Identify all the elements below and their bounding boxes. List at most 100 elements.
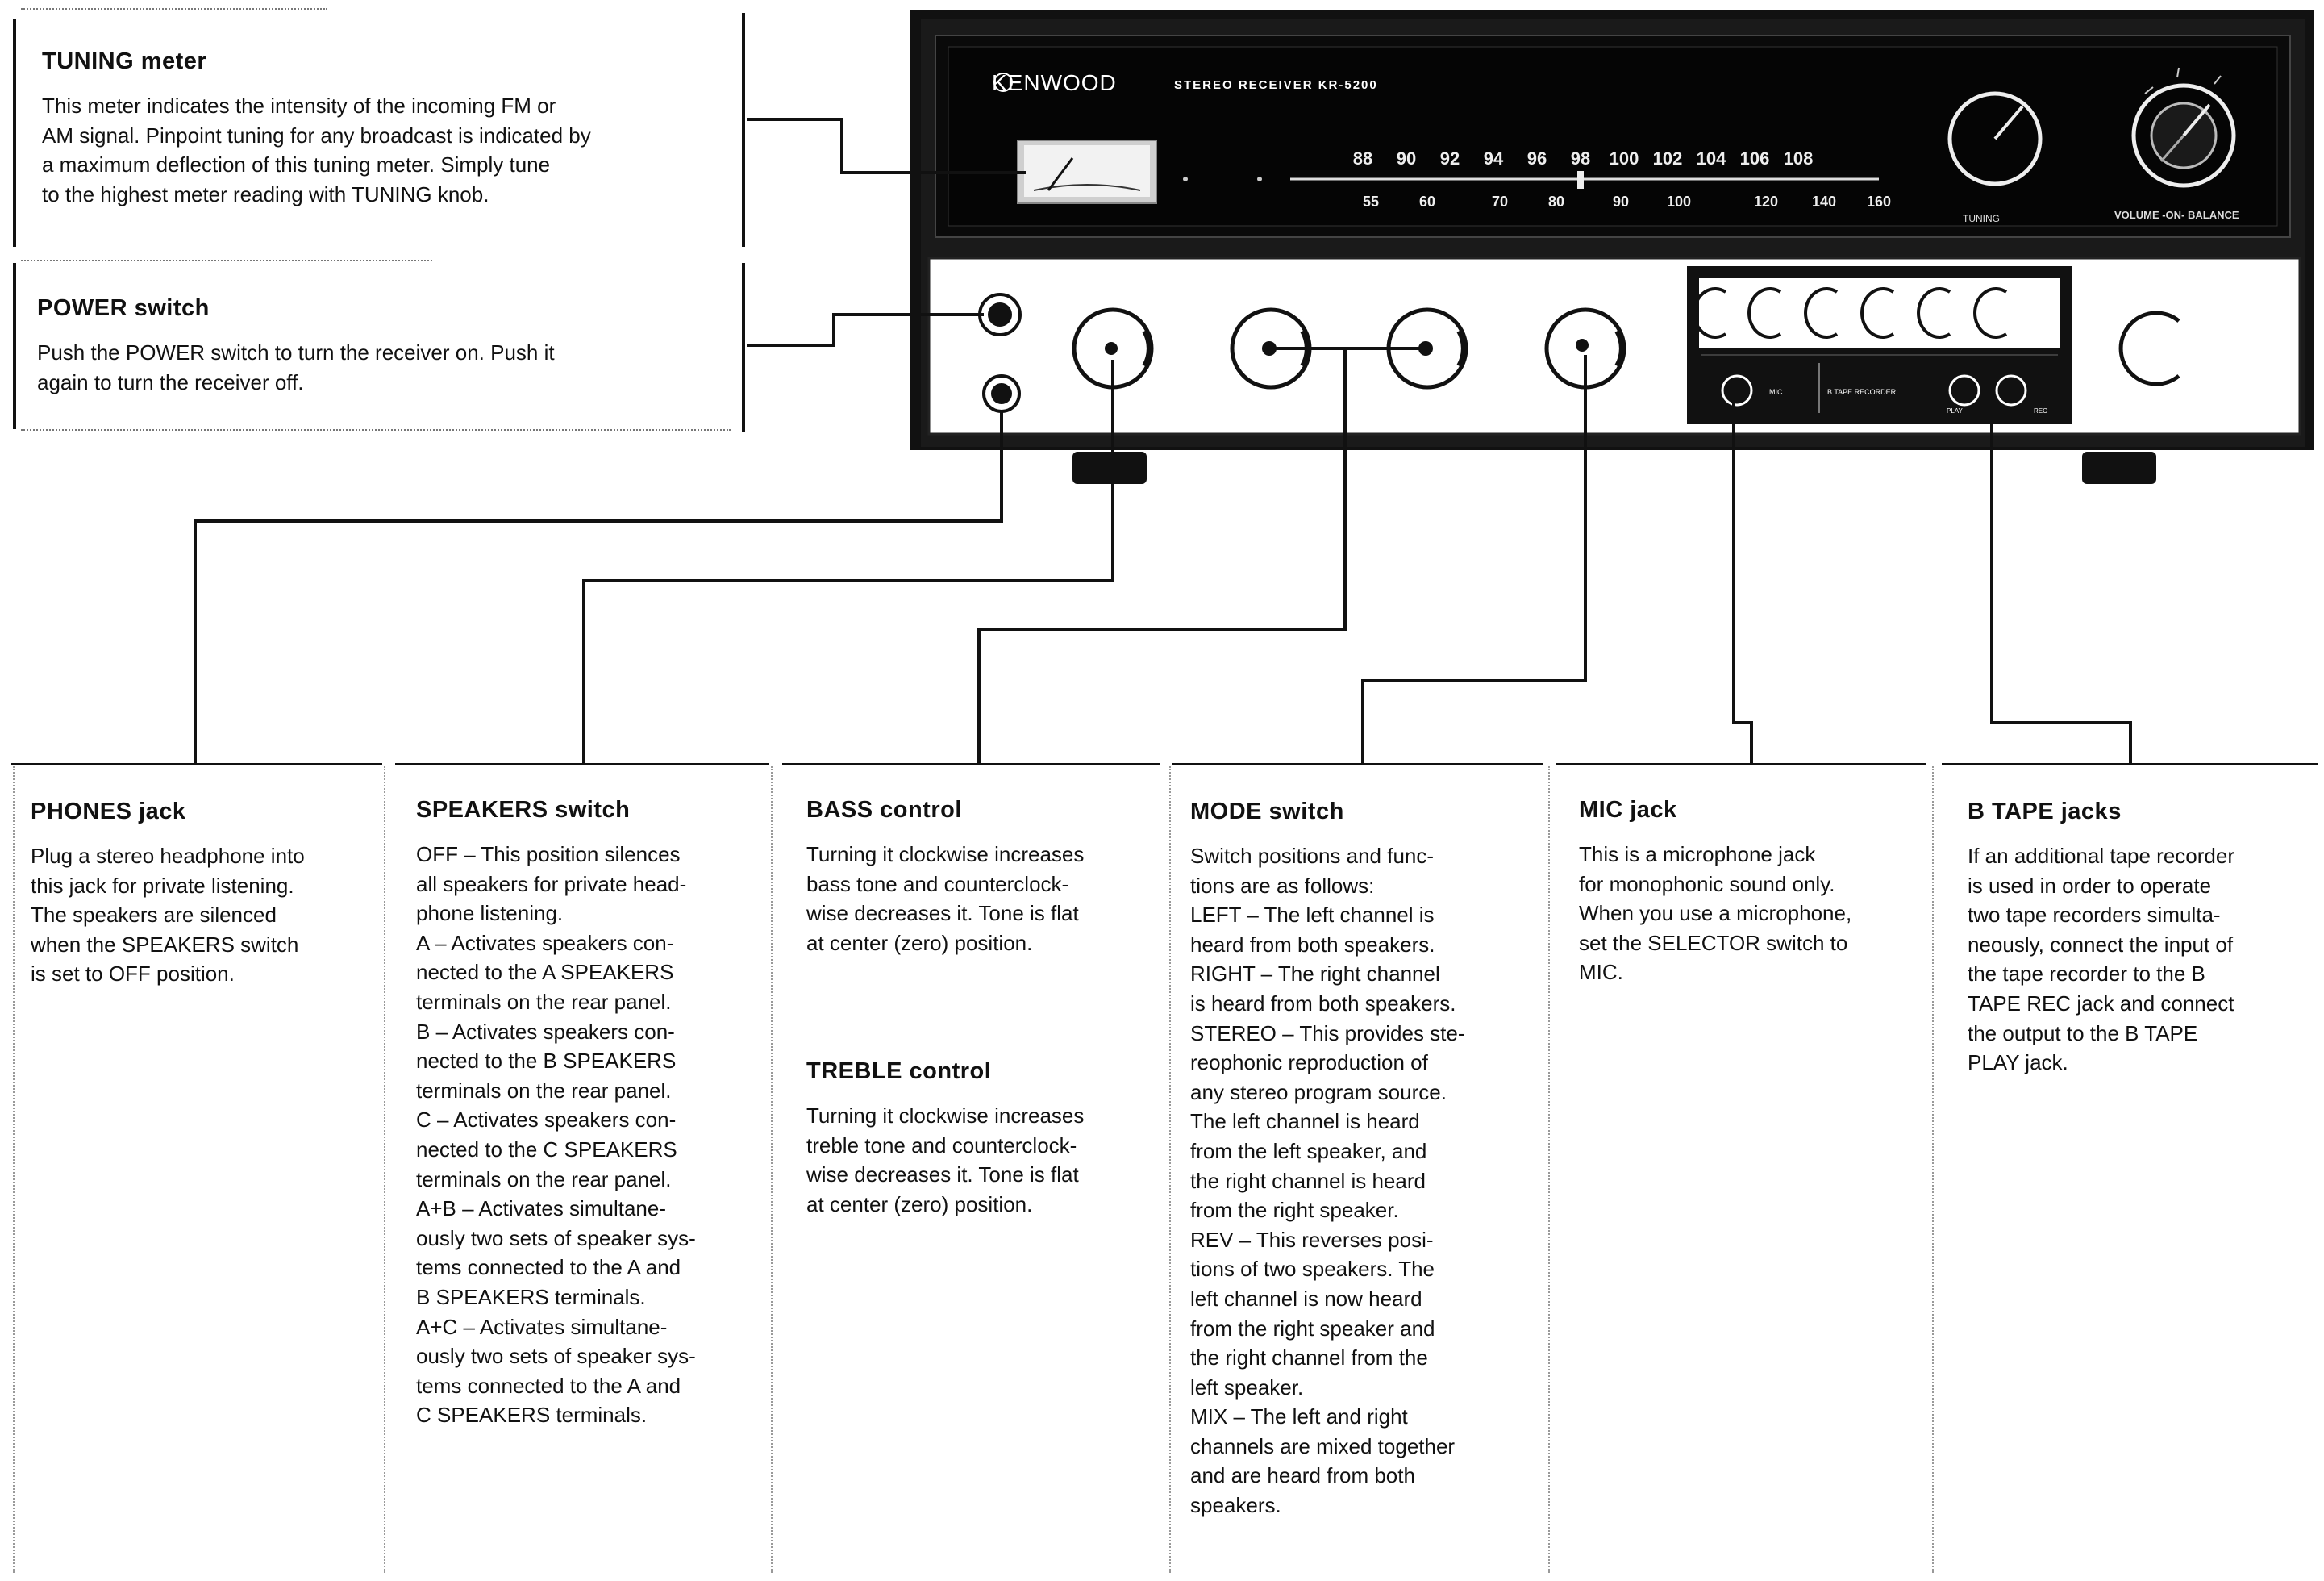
callout-title: MODE switch (1190, 799, 1344, 824)
leader-lines (194, 118, 2132, 765)
body-line: bass tone and counterclock- (806, 871, 1069, 896)
callout-title: TUNING meter (42, 48, 207, 74)
body-line: the output to the B TAPE (1968, 1020, 2198, 1045)
fm-scale-label: 98 (1571, 148, 1590, 169)
body-line: This meter indicates the intensity of th… (42, 94, 556, 118)
body-line: channels are mixed together (1190, 1433, 1456, 1458)
callout-body: Switch positions and func-tions are as f… (1190, 841, 1529, 1521)
body-line: OFF – This position silences (416, 842, 681, 866)
mic-jack[interactable] (1721, 374, 1753, 407)
body-line: heard from both speakers. (1190, 932, 1435, 957)
body-line: RIGHT – The right channel (1190, 962, 1440, 987)
body-line: tions are as follows: (1190, 873, 1375, 898)
callout-b-tape-jacks: B TAPE jacks If an additional tape recor… (1968, 799, 2306, 1078)
body-line: MIC. (1579, 960, 1623, 985)
body-line: the right channel is heard (1190, 1168, 1426, 1193)
body-line: for monophonic sound only. (1579, 871, 1835, 896)
tape-recorder-label: B TAPE RECORDER (1827, 388, 1897, 396)
callout-speakers-switch: SPEAKERS switch OFF – This position sile… (416, 797, 755, 1430)
callout-body: Turning it clockwise increases bass tone … (806, 840, 1145, 957)
body-line: any stereo program source. (1190, 1079, 1447, 1104)
body-line: LEFT – The left channel is (1190, 903, 1435, 928)
brand-logo-icon (993, 73, 1013, 92)
body-line: reophonic reproduction of (1190, 1050, 1428, 1075)
body-line: nected to the C SPEAKERS (416, 1137, 677, 1162)
am-scale-label: 90 (1613, 194, 1629, 210)
fm-scale-label: 100 (1610, 148, 1639, 169)
body-line: nected to the B SPEAKERS (416, 1049, 677, 1074)
am-scale-label: 80 (1548, 194, 1564, 210)
leader-mic-jack (1732, 403, 1753, 765)
body-line: If an additional tape recorder (1968, 844, 2234, 868)
body-line: this jack for private listening. (31, 873, 294, 898)
body-line: phone listening. (416, 901, 564, 926)
body-line: when the SPEAKERS switch (31, 932, 299, 957)
leader-power-switch (747, 313, 984, 347)
volume-balance-knob[interactable] (2131, 67, 2236, 188)
speakers-switch-knob[interactable] (1072, 307, 1154, 390)
selector-button-4[interactable] (1860, 287, 1895, 339)
body-line: REV – This reverses posi- (1190, 1227, 1434, 1252)
body-line: tems connected to the A and (416, 1373, 681, 1398)
callout-title: SPEAKERS switch (416, 797, 631, 823)
body-line: Turning it clockwise increases (806, 842, 1085, 866)
selector-button-5[interactable] (1917, 287, 1951, 339)
body-line: wise decreases it. Tone is flat (806, 1162, 1079, 1187)
body-line: A+C – Activates simultane- (416, 1314, 668, 1339)
tuning-knob[interactable] (1947, 91, 2043, 186)
body-line: nected to the A SPEAKERS (416, 960, 674, 985)
body-line: Push the POWER switch to turn the receiv… (37, 340, 555, 365)
am-scale-label: 100 (1667, 194, 1691, 210)
am-scale-label: 160 (1867, 194, 1891, 210)
body-line: left channel is now heard (1190, 1286, 1422, 1311)
body-line: the tape recorder to the B (1968, 962, 2205, 987)
tuning-meter (1017, 140, 1157, 204)
body-line: C – Activates speakers con- (416, 1108, 677, 1133)
callout-bass-control: BASS control Turning it clockwise increa… (806, 797, 1145, 957)
body-line: set the SELECTOR switch to (1579, 930, 1848, 955)
body-line: tems connected to the A and (416, 1255, 681, 1280)
dial-scale (1183, 171, 1879, 189)
mode-switch-knob[interactable] (1544, 307, 1626, 390)
callout-tuning-meter: TUNING meter This meter indicates the in… (42, 48, 724, 209)
power-switch[interactable] (978, 293, 1022, 336)
body-line: to the highest meter reading with TUNING… (42, 181, 489, 206)
brand-logo-text: KENWOOD (992, 70, 1117, 95)
body-line: ously two sets of speaker sys- (416, 1344, 696, 1369)
body-line: The left channel is heard (1190, 1109, 1420, 1134)
tape-play-jack[interactable] (1948, 374, 1980, 407)
callout-body: OFF – This position silences all speakers… (416, 840, 755, 1430)
body-line: again to turn the receiver off. (37, 369, 304, 394)
am-scale-label: 70 (1492, 194, 1508, 210)
body-line: all speakers for private head- (416, 871, 687, 896)
callout-body: Push the POWER switch to turn the receiv… (37, 338, 719, 397)
tape-play-label: PLAY (1947, 407, 1964, 415)
fm-scale-label: 96 (1527, 148, 1547, 169)
body-line: is used in order to operate (1968, 873, 2212, 898)
body-line: terminals on the rear panel. (416, 1078, 672, 1103)
phones-jack[interactable] (982, 374, 1021, 413)
callout-power-switch: POWER switch Push the POWER switch to tu… (37, 295, 719, 397)
body-line: AM signal. Pinpoint tuning for any broad… (42, 123, 591, 148)
callout-body: If an additional tape recorder is used in… (1968, 841, 2306, 1078)
body-line: treble tone and counterclock- (806, 1133, 1077, 1158)
selector-button-6[interactable] (1973, 287, 2008, 339)
callout-title: POWER switch (37, 295, 210, 321)
dial-pointer (1577, 171, 1584, 189)
fm-scale-label: 90 (1397, 148, 1416, 169)
receiver-foot-right (2082, 452, 2156, 484)
fm-scale-label: 92 (1440, 148, 1460, 169)
selector-button-2[interactable] (1747, 287, 1782, 339)
body-line: When you use a microphone, (1579, 901, 1852, 926)
body-line: terminals on the rear panel. (416, 989, 672, 1014)
body-line: A – Activates speakers con- (416, 930, 674, 955)
selector-button-3[interactable] (1804, 287, 1839, 339)
body-line: and are heard from both (1190, 1463, 1415, 1488)
tape-rec-jack[interactable] (1995, 374, 2027, 407)
selector-button-1[interactable] (1693, 287, 1727, 339)
